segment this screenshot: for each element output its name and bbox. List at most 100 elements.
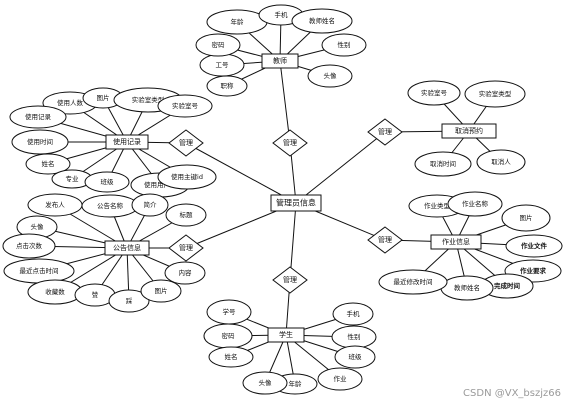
attribute-ellipse-homework-3	[505, 234, 563, 258]
entity-label-cancel_reservation: 取消预约	[455, 126, 483, 135]
attribute-ellipse-cancel_reservation-0	[407, 80, 461, 106]
attribute-ellipse-announcement-5	[2, 233, 56, 259]
attribute-label-usage_record-4: 使用记录	[25, 112, 52, 121]
attribute-ellipse-student-6	[317, 367, 363, 391]
attribute-ellipse-announcement-9	[108, 289, 150, 313]
attribute-label-teacher-2: 教师姓名	[309, 16, 335, 25]
attribute-ellipse-usage_record-5	[11, 129, 69, 155]
attribute-label-student-6: 作业	[334, 374, 348, 383]
relation-label-teacher: 管理	[283, 138, 297, 147]
attribute-label-student-0: 学号	[223, 307, 237, 316]
entity-box-announcement	[104, 240, 150, 256]
attribute-label-usage_record-8: 班级	[101, 177, 115, 186]
link-teacher-to-relation	[279, 60, 291, 144]
relation-label-announcement: 管理	[179, 243, 193, 252]
attribute-label-usage_record-5: 使用时间	[27, 137, 53, 146]
relation-diamond-student	[272, 266, 308, 294]
attribute-label-teacher-4: 头像	[324, 71, 338, 80]
attribute-label-teacher-0: 年龄	[231, 17, 245, 26]
relation-diamond-teacher	[272, 129, 308, 157]
entity-box-student	[267, 327, 305, 343]
entity-box-homework	[430, 234, 482, 250]
link-relation-usage_record-to-center	[185, 142, 297, 204]
attribute-label-usage_record-6: 姓名	[42, 159, 55, 168]
relation-label-homework: 管理	[378, 235, 392, 244]
entity-label-homework: 作业信息	[442, 237, 470, 246]
attribute-label-usage_record-3: 实验室号	[172, 101, 199, 110]
attribute-label-announcement-11: 内容	[179, 268, 193, 277]
relation-diamond-usage_record	[168, 129, 204, 157]
attribute-label-usage_record-7: 专业	[66, 174, 80, 183]
attribute-label-homework-7: 最近修改时间	[394, 277, 433, 286]
attribute-label-announcement-8: 赞	[92, 290, 99, 299]
attribute-ellipse-homework-7	[378, 269, 448, 295]
attribute-label-homework-5: 完成时间	[494, 281, 521, 290]
attribute-label-cancel_reservation-3: 取消人	[491, 157, 511, 166]
attribute-label-usage_record-1: 图片	[97, 93, 110, 102]
attribute-label-teacher-3: 性别	[338, 40, 351, 49]
link-relation-cancel_reservation-to-center	[295, 131, 386, 204]
attribute-label-student-4: 姓名	[225, 352, 238, 361]
attribute-label-teacher-1: 手机	[275, 10, 289, 19]
entity-box-cancel_reservation	[441, 123, 497, 139]
attribute-ellipse-teacher-7	[195, 33, 241, 57]
attribute-label-homework-1: 作业名称	[462, 199, 489, 208]
attribute-label-teacher-7: 密码	[212, 40, 226, 49]
attribute-label-announcement-2: 简介	[144, 200, 158, 209]
attribute-label-teacher-6: 工号	[216, 61, 230, 69]
attribute-ellipse-cancel_reservation-2	[414, 151, 472, 177]
attribute-label-announcement-9: 踩	[126, 297, 133, 305]
relation-label-student: 管理	[283, 275, 297, 284]
relation-label-usage_record: 管理	[179, 138, 193, 147]
attribute-label-cancel_reservation-1: 实验室类型	[479, 89, 512, 98]
attribute-label-homework-6: 教师姓名	[454, 283, 480, 292]
attribute-label-announcement-7: 收藏数	[45, 287, 65, 296]
attribute-ellipse-student-1	[332, 302, 374, 326]
entity-label-teacher: 教师	[273, 56, 287, 65]
attribute-ellipse-usage_record-3	[157, 94, 213, 118]
attribute-label-student-7: 年龄	[289, 379, 303, 388]
attribute-ellipse-homework-1	[447, 191, 503, 217]
watermark: CSDN @VX_bszjz66	[463, 388, 561, 399]
attribute-label-homework-3: 作业文件	[521, 241, 548, 250]
attribute-label-usage_record-9: 使用用户id	[144, 180, 176, 189]
attribute-ellipse-teacher-2	[291, 8, 353, 34]
attribute-label-announcement-4: 头像	[31, 222, 45, 231]
relation-diamond-announcement	[168, 234, 204, 262]
attribute-ellipse-usage_record-4	[9, 105, 67, 129]
attribute-ellipse-cancel_reservation-1	[464, 80, 526, 108]
attribute-label-student-3: 密码	[222, 331, 236, 340]
attribute-label-homework-0: 作业类型	[424, 201, 451, 210]
attribute-ellipse-announcement-10	[140, 279, 182, 303]
attribute-ellipse-usage_record-6	[25, 153, 71, 175]
relation-diamond-homework	[367, 226, 403, 254]
attribute-ellipse-teacher-3	[321, 33, 367, 57]
attribute-label-homework-2: 图片	[520, 213, 533, 222]
attribute-ellipse-student-5	[334, 345, 376, 369]
attribute-ellipse-teacher-4	[307, 64, 353, 88]
entity-label-student: 学生	[279, 330, 293, 339]
attribute-ellipse-announcement-3	[165, 203, 207, 227]
attribute-label-usage_record-10: 使用主键id	[171, 172, 203, 181]
attribute-label-student-1: 手机	[347, 309, 361, 318]
attribute-label-announcement-10: 图片	[155, 286, 168, 295]
attribute-ellipse-announcement-2	[131, 193, 169, 217]
attribute-label-announcement-0: 发布人	[45, 200, 65, 209]
attribute-ellipse-student-4	[208, 346, 254, 368]
attribute-label-student-2: 性别	[348, 332, 361, 341]
attribute-label-announcement-1: 公告名称	[97, 201, 124, 210]
attribute-label-cancel_reservation-0: 实验室号	[421, 88, 448, 97]
attribute-label-student-8: 头像	[259, 378, 273, 387]
center-entity-box	[270, 194, 322, 212]
attribute-ellipse-cancel_reservation-3	[476, 149, 526, 175]
attribute-label-homework-4: 作业要求	[520, 266, 547, 275]
relation-label-cancel_reservation: 管理	[378, 127, 392, 136]
attribute-ellipse-student-8	[242, 371, 288, 395]
attribute-ellipse-usage_record-8	[84, 171, 130, 193]
attribute-label-announcement-6: 最近点击时间	[20, 266, 59, 275]
attribute-label-student-5: 班级	[349, 352, 363, 361]
attribute-label-usage_record-2: 实验室类型	[132, 95, 165, 104]
relation-diamond-cancel_reservation	[367, 118, 403, 146]
